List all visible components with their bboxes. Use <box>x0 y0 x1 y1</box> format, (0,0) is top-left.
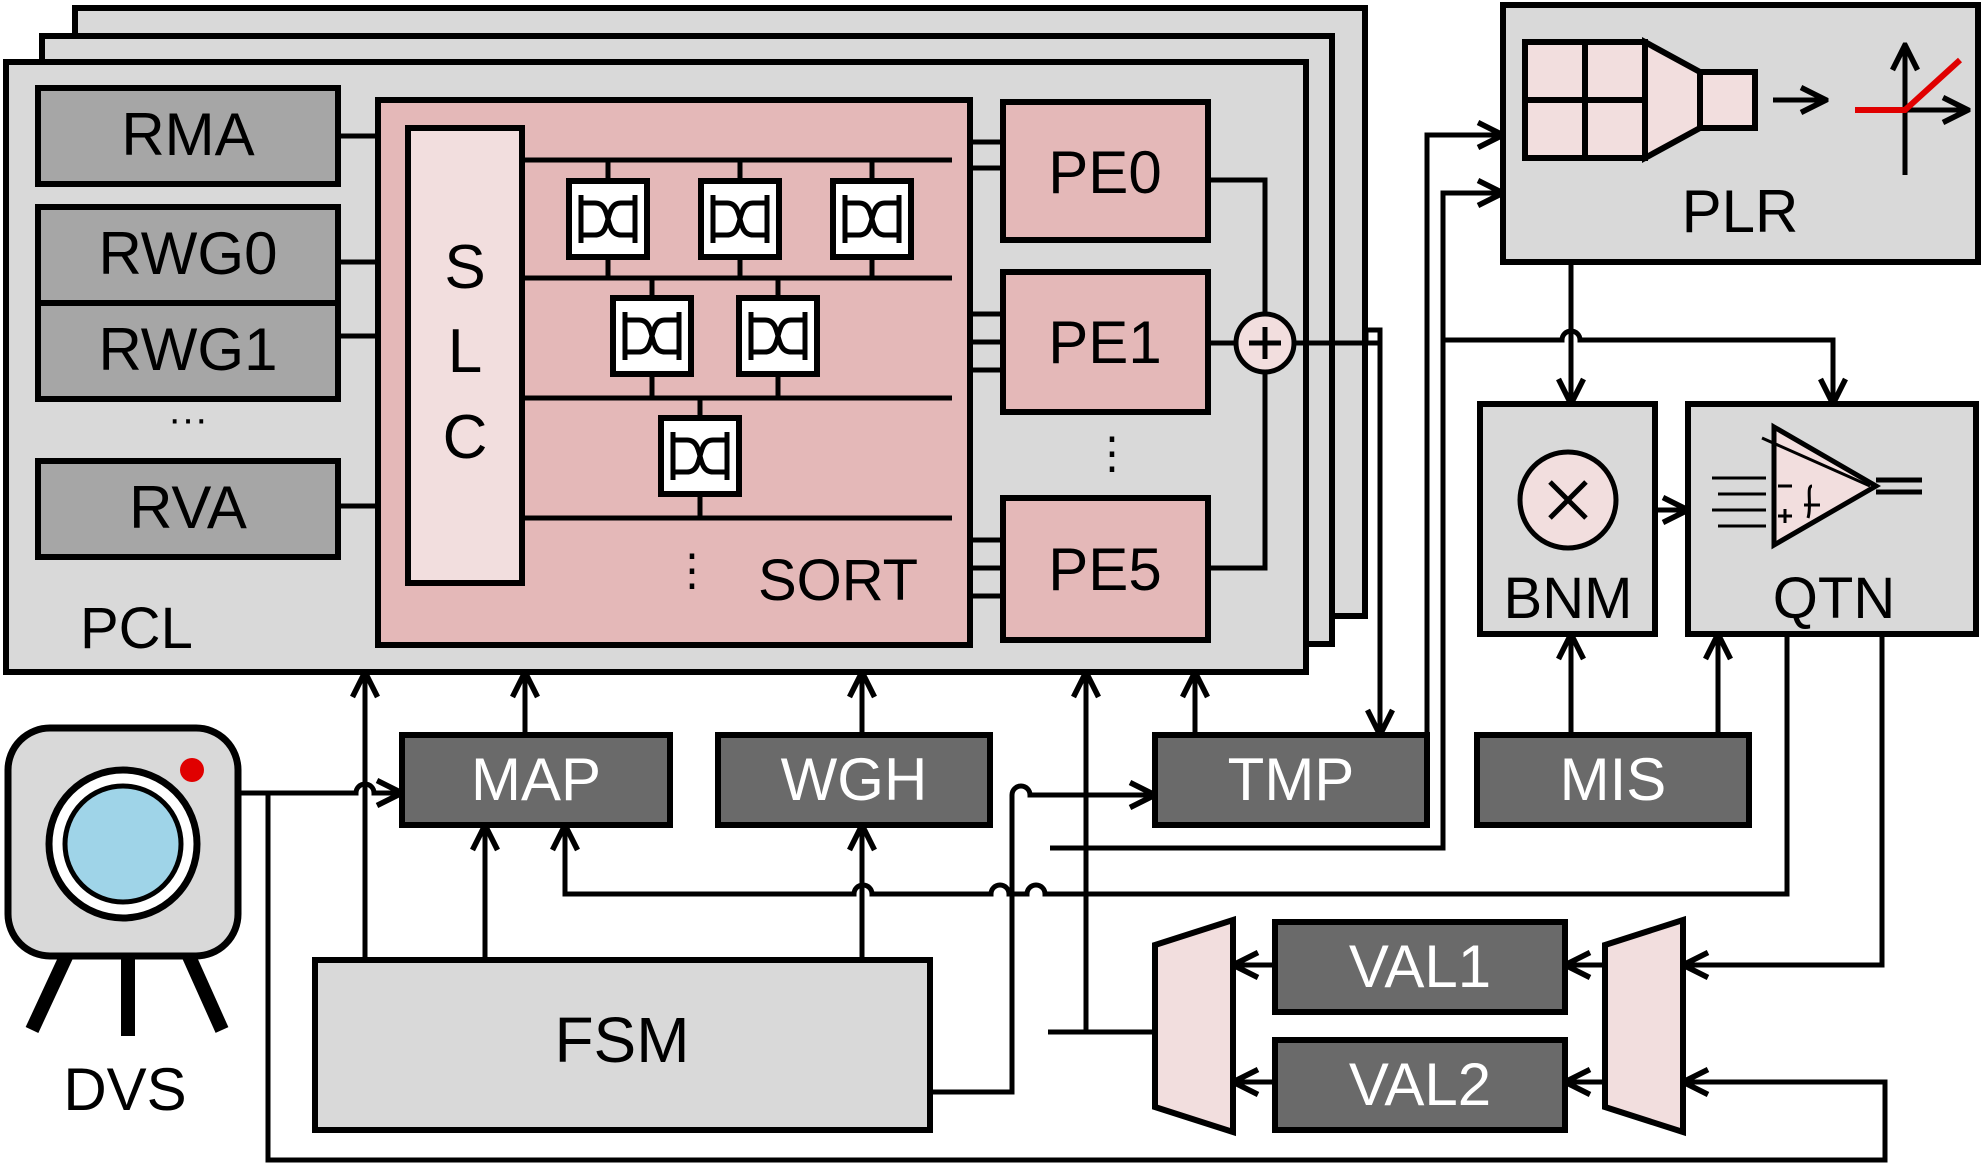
map-block: MAP <box>399 732 673 828</box>
rma-label: RMA <box>121 101 254 168</box>
val2-block: VAL2 <box>1272 1037 1568 1133</box>
rwg-ellipsis: ··· <box>168 397 208 441</box>
relu-curve <box>1855 57 1963 113</box>
mis-label: MIS <box>1560 746 1667 813</box>
tmp-block: TMP <box>1152 732 1430 828</box>
comparator-icon <box>698 178 782 260</box>
qtn-label: QTN <box>1773 566 1895 631</box>
rma-block: RMA <box>35 85 341 187</box>
map-label: MAP <box>471 746 601 813</box>
rwg0-block: RWG0 <box>35 204 341 306</box>
comparator-icon <box>658 415 742 497</box>
pe0-label: PE0 <box>1048 139 1161 206</box>
mux-right <box>1602 915 1686 1137</box>
bnm-label: BNM <box>1504 566 1633 631</box>
plr-label: PLR <box>1682 178 1799 245</box>
adder <box>1208 177 1383 571</box>
pe1-block: PE1 <box>1000 269 1211 415</box>
fsm-label: FSM <box>554 1004 689 1076</box>
pe0-block: PE0 <box>1000 99 1211 243</box>
wiring <box>238 135 1888 1163</box>
slc-letter-c: C <box>443 403 488 472</box>
pe-input-lines <box>970 139 1003 599</box>
val1-label: VAL1 <box>1349 933 1491 1000</box>
pcl-label: PCL <box>80 596 193 661</box>
rwg1-block: RWG1 <box>35 300 341 402</box>
slc-letter-s: S <box>444 233 485 302</box>
comparator-cells <box>566 178 914 497</box>
sort-vertical-dots: ⋮ <box>670 546 714 595</box>
tmp-label: TMP <box>1228 746 1355 813</box>
mis-block: MIS <box>1474 732 1752 828</box>
rva-label: RVA <box>129 474 247 541</box>
rwg1-label: RWG1 <box>99 316 278 383</box>
slc-block <box>405 125 525 586</box>
comparator-icon <box>610 295 694 377</box>
comparator-icon <box>736 295 820 377</box>
qtn-block: QTN <box>1685 401 1979 637</box>
wgh-block: WGH <box>715 732 993 828</box>
slc-letter-l: L <box>448 317 482 386</box>
comparator-icon <box>830 178 914 260</box>
mux-left <box>1152 915 1236 1137</box>
pe-vertical-dots: ⋮ <box>1090 429 1134 478</box>
comparator-amp-icon <box>1712 422 1922 550</box>
dvs-camera-icon: DVS <box>4 724 242 1123</box>
register-links <box>338 133 378 509</box>
plr-block: PLR <box>1500 2 1981 265</box>
pe1-label: PE1 <box>1048 309 1161 376</box>
comparator-icon <box>566 178 650 260</box>
bnm-block: BNM <box>1477 401 1658 637</box>
pe5-block: PE5 <box>1000 495 1211 643</box>
val2-label: VAL2 <box>1349 1051 1491 1118</box>
val1-block: VAL1 <box>1272 919 1568 1015</box>
fsm-block: FSM <box>312 957 933 1133</box>
wgh-label: WGH <box>781 746 928 813</box>
pe5-label: PE5 <box>1048 536 1161 603</box>
rwg0-label: RWG0 <box>99 220 278 287</box>
rva-block: RVA <box>35 458 341 560</box>
sort-label: SORT <box>758 548 918 613</box>
dvs-label: DVS <box>63 1056 186 1123</box>
